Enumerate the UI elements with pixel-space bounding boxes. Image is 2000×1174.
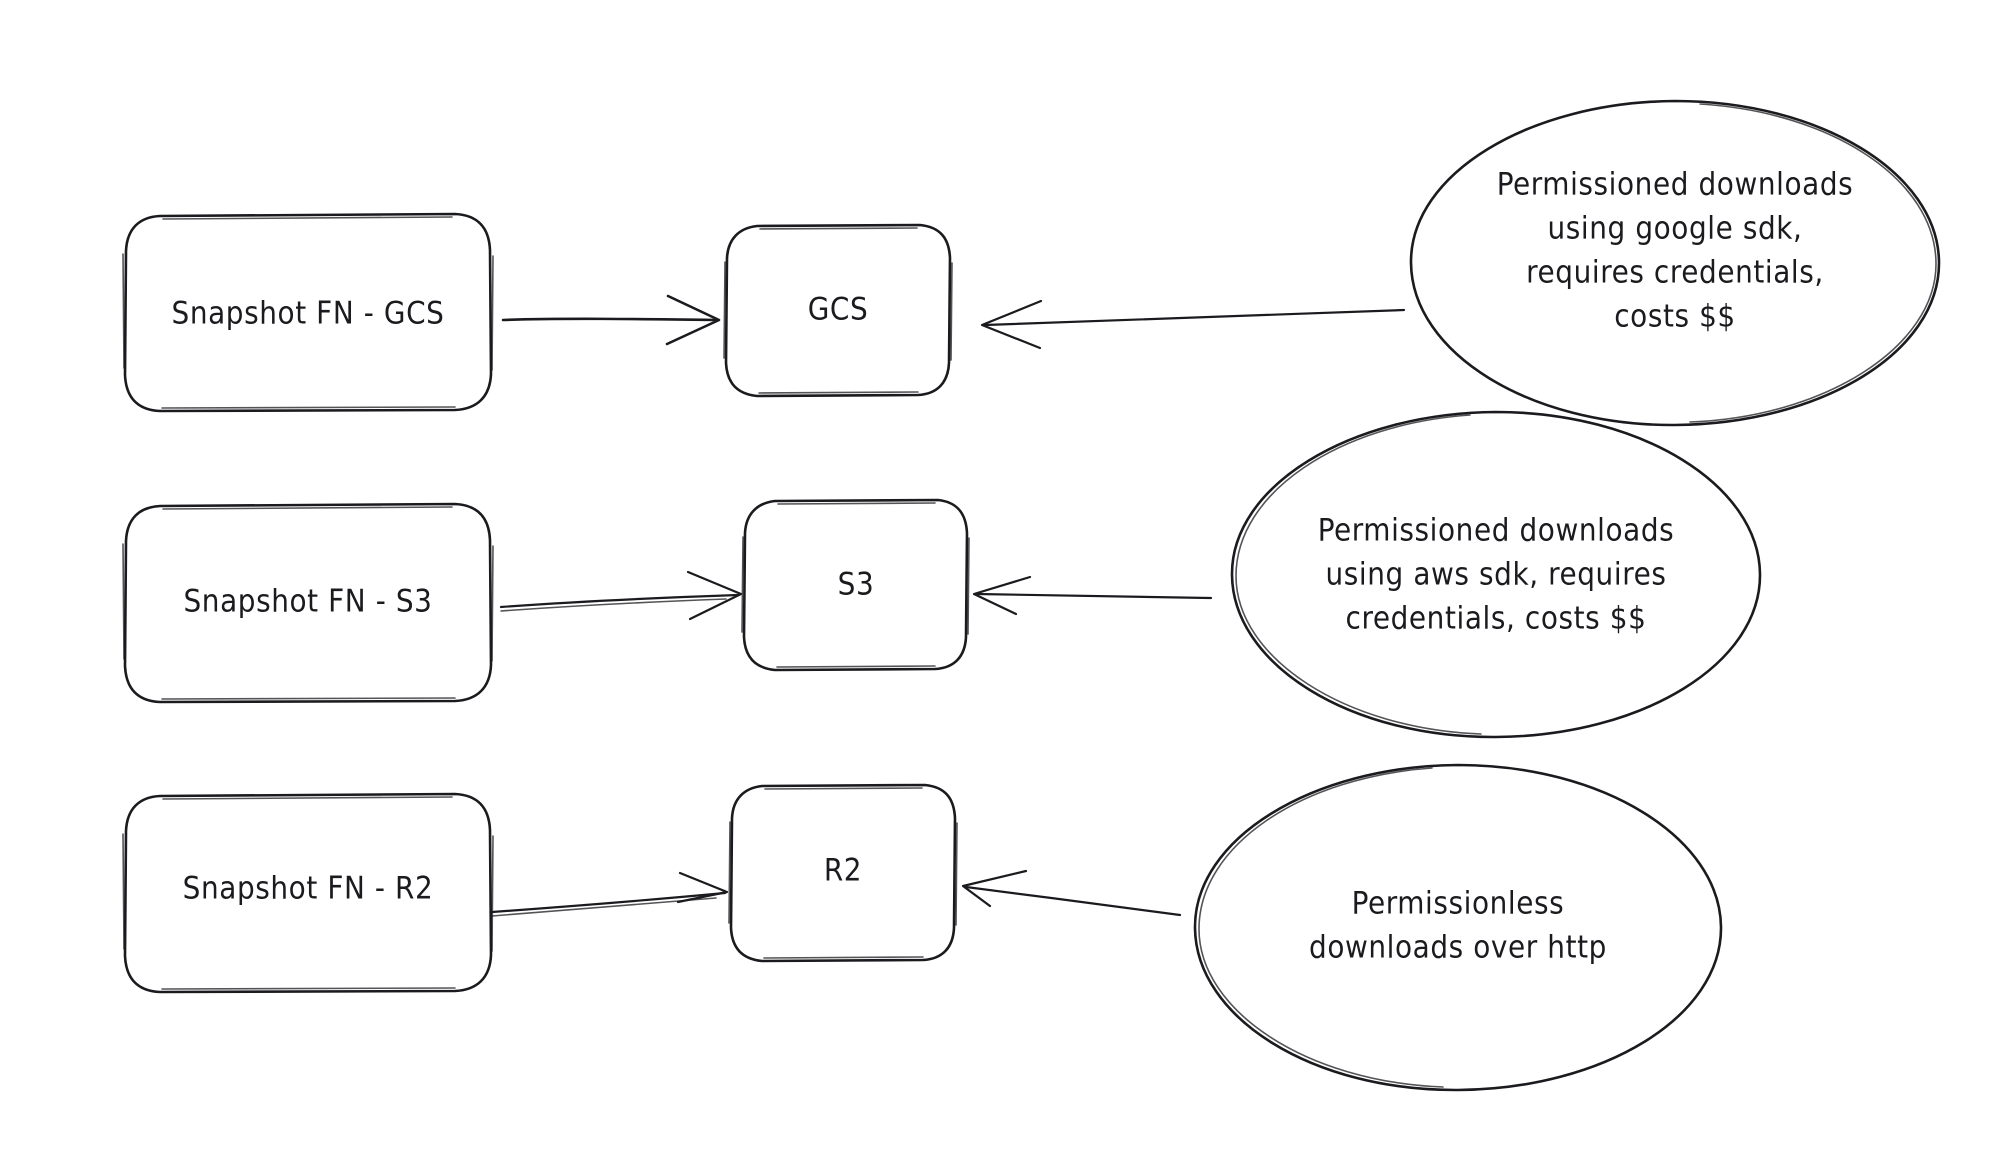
note-line: downloads over http: [1309, 930, 1607, 966]
node-snapshot-fn-s3[interactable]: Snapshot FN - S3: [122, 502, 494, 704]
node-label-snapshot-fn-s3: Snapshot FN - S3: [184, 584, 433, 620]
note-line: Permissioned downloads: [1318, 513, 1675, 549]
note-line: costs $$: [1614, 299, 1736, 335]
node-snapshot-fn-gcs[interactable]: Snapshot FN - GCS: [122, 212, 494, 413]
note-line: using aws sdk, requires: [1326, 557, 1667, 593]
node-label-r2: R2: [824, 853, 862, 889]
note-line: Permissionless: [1352, 886, 1565, 922]
note-line: using google sdk,: [1548, 211, 1803, 247]
node-label-s3: S3: [838, 567, 875, 603]
edge-snapshot-r2-to-r2[interactable]: [490, 871, 729, 917]
node-label-snapshot-fn-gcs: Snapshot FN - GCS: [172, 296, 445, 332]
edge-note-r2-to-r2[interactable]: [961, 869, 1182, 917]
note-gcs-permissioned-downloads[interactable]: Permissioned downloads using google sdk,…: [1409, 99, 1941, 427]
note-line: requires credentials,: [1526, 255, 1824, 291]
note-r2-permissionless-downloads[interactable]: Permissionless downloads over http: [1193, 763, 1723, 1092]
edge-note-gcs-to-gcs[interactable]: [980, 299, 1406, 350]
node-gcs[interactable]: GCS: [723, 223, 953, 398]
note-line: Permissioned downloads: [1497, 167, 1854, 203]
note-s3-permissioned-downloads[interactable]: Permissioned downloads using aws sdk, re…: [1230, 410, 1762, 739]
note-line: credentials, costs $$: [1346, 601, 1647, 637]
edge-note-s3-to-s3[interactable]: [972, 575, 1213, 616]
node-label-gcs: GCS: [808, 292, 869, 328]
node-snapshot-fn-r2[interactable]: Snapshot FN - R2: [122, 792, 494, 994]
node-r2[interactable]: R2: [728, 783, 958, 963]
node-label-snapshot-fn-r2: Snapshot FN - R2: [183, 871, 434, 907]
edge-snapshot-gcs-to-gcs[interactable]: [501, 294, 721, 346]
edge-snapshot-s3-to-s3[interactable]: [499, 570, 743, 621]
node-s3[interactable]: S3: [741, 498, 970, 672]
